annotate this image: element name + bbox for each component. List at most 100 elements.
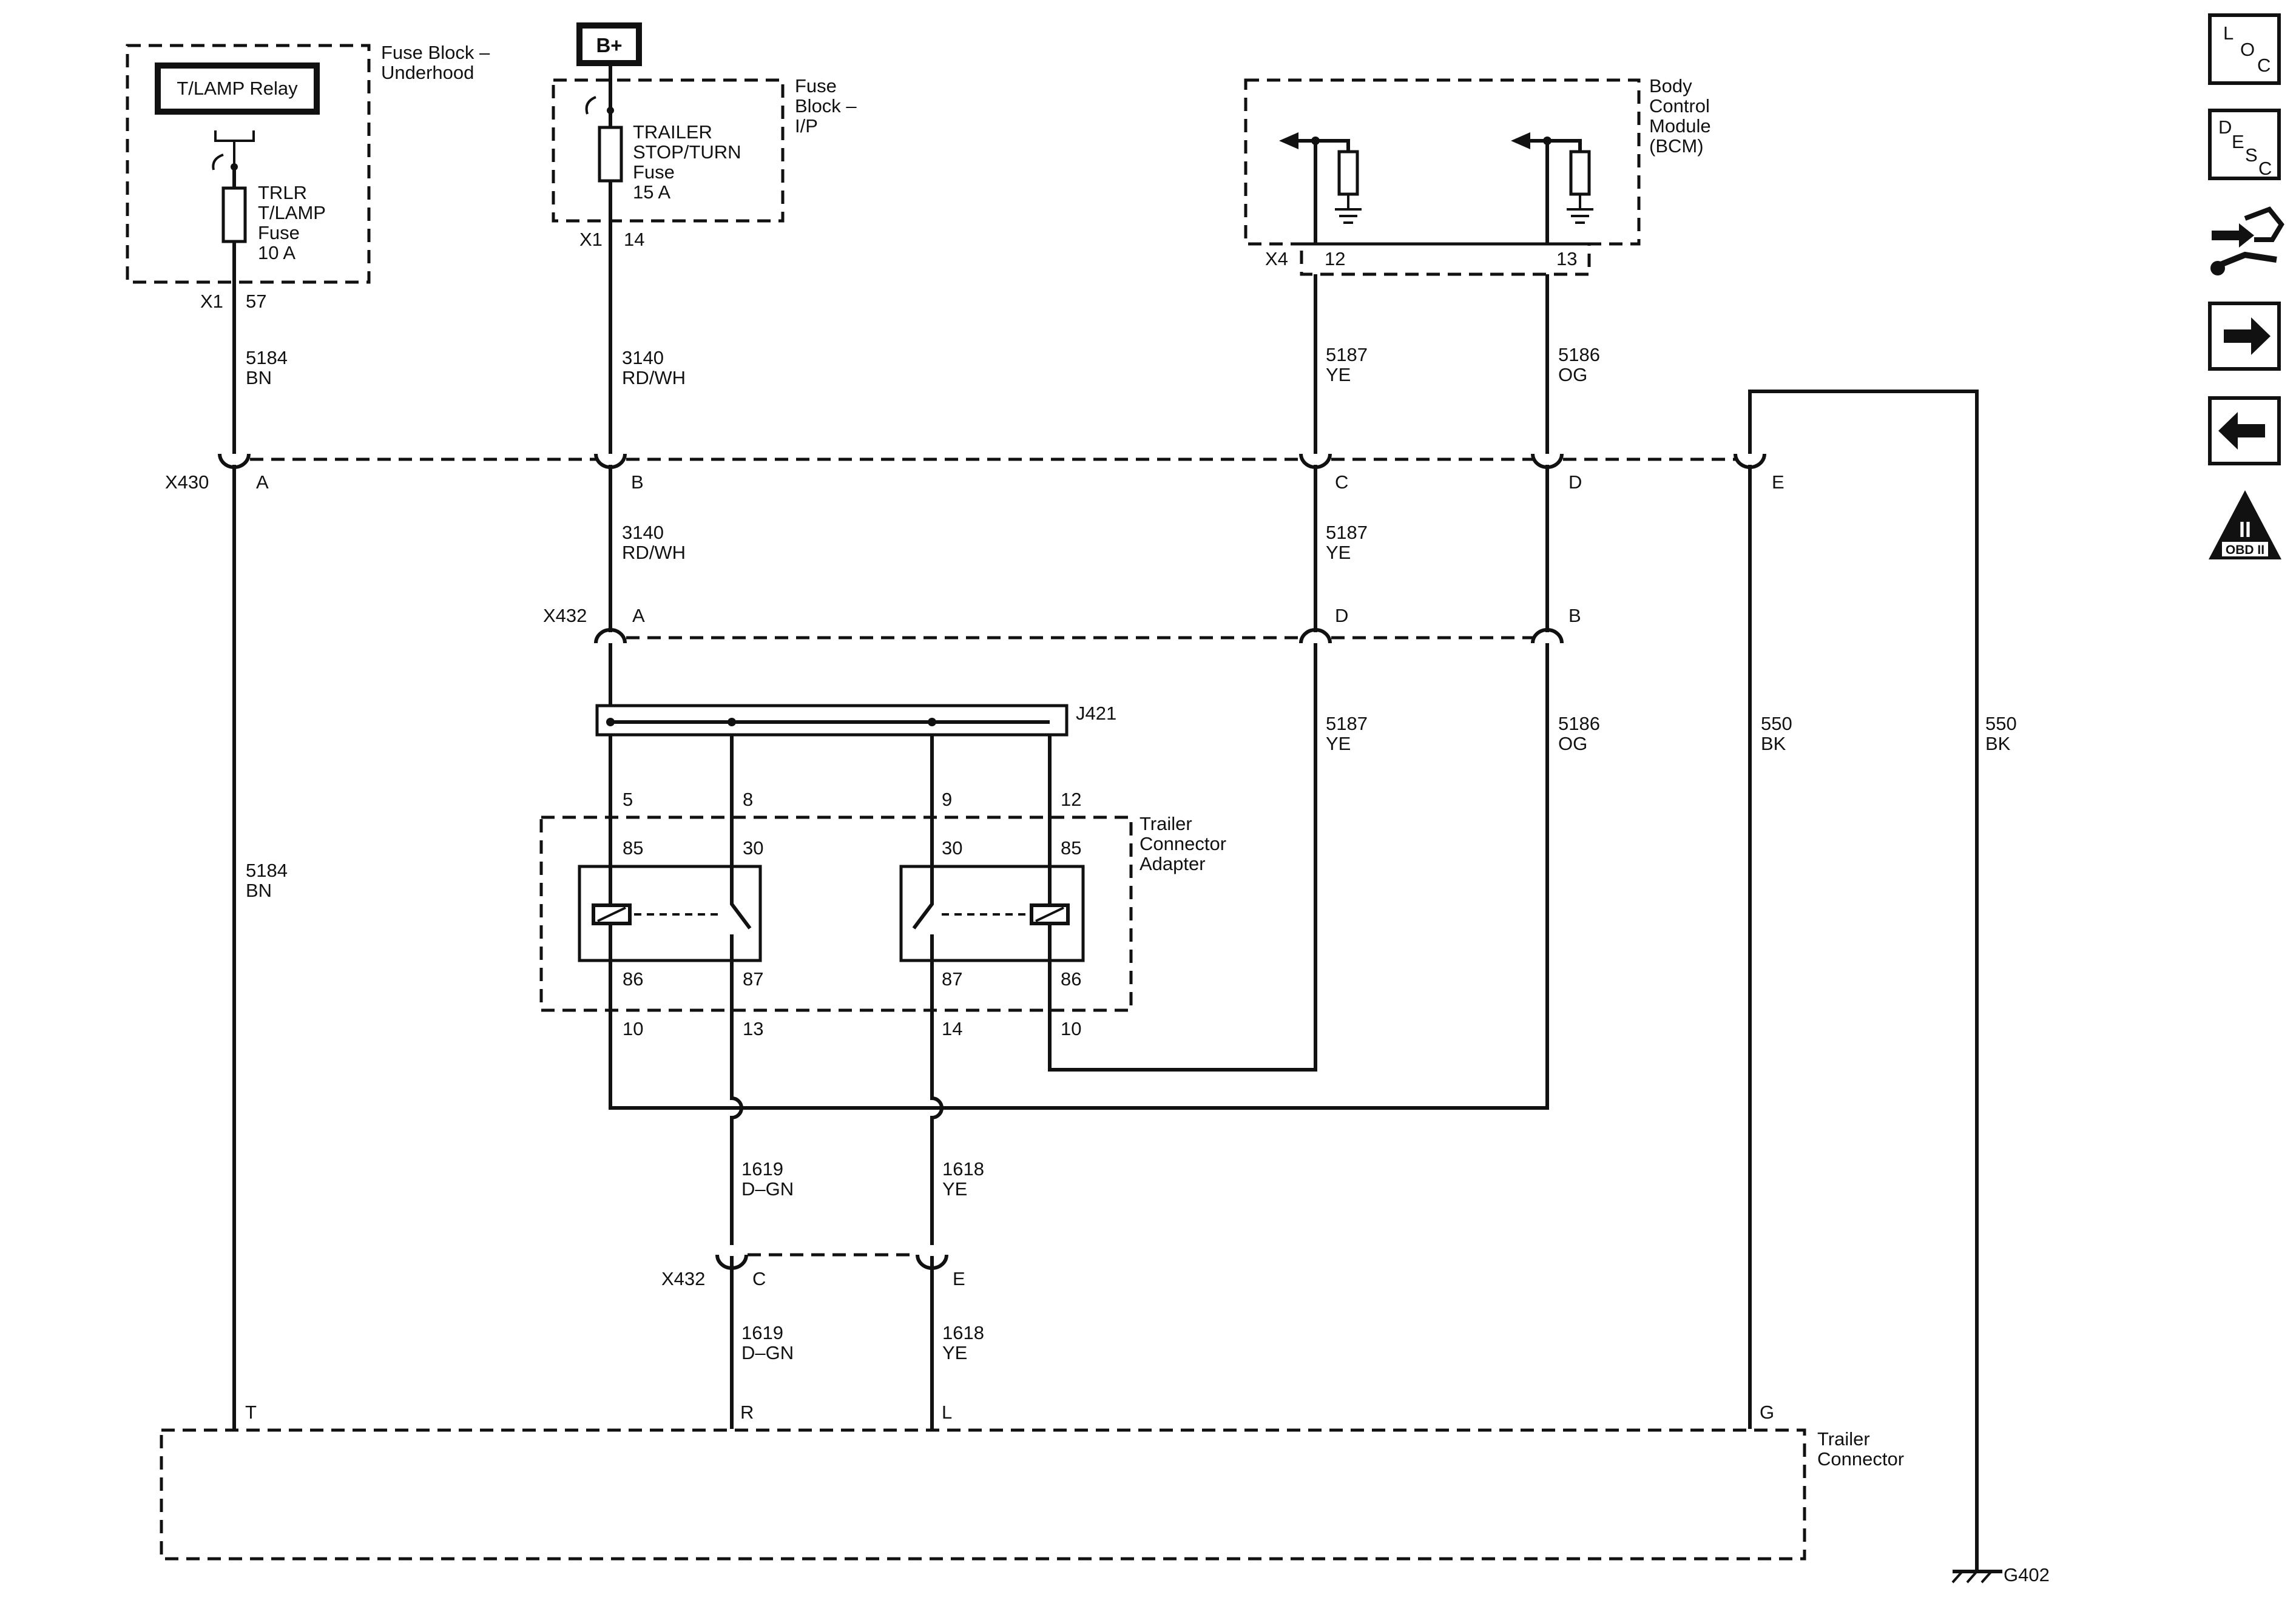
- relay2-pin-86: 86: [1061, 968, 1081, 990]
- adapter-pin-10-left: 10: [623, 1018, 643, 1039]
- trailer-pin-l: L: [942, 1402, 952, 1423]
- x1-underhood-connector: X1: [200, 291, 223, 312]
- x432-lower-pin-c: C: [752, 1268, 766, 1289]
- trlr-tlamp-fuse-icon: [221, 186, 247, 243]
- x430-pin-d: D: [1568, 471, 1582, 493]
- relay1-pin-30: 30: [743, 837, 763, 859]
- bcm-ground-icon-left: [1335, 194, 1362, 224]
- arrow-left-icon[interactable]: [2208, 396, 2281, 465]
- trailer-stop-turn-fuse-icon: [598, 126, 623, 183]
- wire-5187-color-2: YE: [1326, 542, 1351, 563]
- relay-contact-icon: [214, 130, 255, 164]
- connector-x432-lower: X432 C E: [661, 1253, 965, 1289]
- wire-5184-id-lower: 5184: [246, 860, 288, 881]
- wire-550: [1748, 390, 1979, 1570]
- wire-1619-color-lower: D–GN: [741, 1342, 794, 1363]
- desc-icon[interactable]: D E S C: [2208, 109, 2281, 180]
- trailer-pin-t: T: [245, 1402, 257, 1423]
- side-icons: L O C D E S C II OBD II: [2208, 13, 2284, 559]
- bcm-pin-13: 13: [1556, 248, 1577, 269]
- svg-text:OBD II: OBD II: [2226, 543, 2264, 557]
- wire-5187-color-3: YE: [1326, 733, 1351, 754]
- wire-3140-color-upper: RD/WH: [622, 367, 686, 388]
- fuse-ip-line3: Fuse: [633, 161, 675, 183]
- x432-lower-pin-e: E: [953, 1268, 965, 1289]
- wires: G402: [232, 221, 2050, 1585]
- relay2-pin-85: 85: [1061, 837, 1081, 859]
- x430-pin-e: E: [1772, 471, 1784, 493]
- wire-5186-id-2: 5186: [1558, 713, 1600, 734]
- fuse-ip-line2: STOP/TURN: [633, 141, 741, 163]
- adapter-title-3: Adapter: [1140, 853, 1206, 874]
- body-control-module: Body Control Module (BCM) X4 12 13: [1244, 75, 1711, 276]
- bcm-pin-12: 12: [1325, 248, 1345, 269]
- wire-1618-color-lower: YE: [942, 1342, 967, 1363]
- trailer-connector-title-1: Trailer: [1817, 1428, 1870, 1450]
- fuse-underhood-line2: T/LAMP: [258, 202, 326, 223]
- wire-5187-id-3: 5187: [1326, 713, 1368, 734]
- x432-upper-pin-b: B: [1568, 605, 1581, 626]
- fuse-underhood-line3: Fuse: [258, 222, 300, 243]
- x432-upper-pin-a: A: [632, 605, 645, 626]
- svg-text:S: S: [2245, 144, 2258, 166]
- tlamp-relay-box: [155, 62, 320, 115]
- wire-labels: 5184 BN 5184 BN 3140 RD/WH 3140 RD/WH 51…: [246, 344, 2017, 1363]
- wire-1618-color-upper: YE: [942, 1178, 967, 1200]
- wire-1619-id-upper: 1619: [741, 1158, 783, 1180]
- x430-name: X430: [165, 471, 209, 493]
- x1-underhood-pin: 57: [246, 291, 266, 312]
- bcm-connector: X4: [1265, 248, 1288, 269]
- wire-5186-id-1: 5186: [1558, 344, 1600, 365]
- splice-j421-label: J421: [1076, 703, 1116, 724]
- fuse-block-underhood-title-2: Underhood: [381, 62, 474, 83]
- trailer-connector: T R L G Trailer Connector: [160, 1402, 1904, 1561]
- wire-550-id-right: 550: [1985, 713, 2017, 734]
- x432-upper-name: X432: [543, 605, 587, 626]
- x1-ip-connector: X1: [579, 229, 603, 250]
- wire-1618: [930, 970, 944, 1429]
- fuse-block-ip-title-2: Block –: [795, 95, 857, 116]
- splice-j421: J421: [595, 703, 1116, 737]
- fuse-block-ip-title-3: I/P: [795, 115, 818, 137]
- fuse-underhood-line1: TRLR: [258, 182, 307, 203]
- svg-text:C: C: [2258, 158, 2272, 179]
- obd-icon[interactable]: II OBD II: [2209, 490, 2281, 559]
- wire-1619-id-lower: 1619: [741, 1322, 783, 1343]
- bcm-title-4: (BCM): [1649, 135, 1704, 157]
- wire-5184-color-upper: BN: [246, 367, 272, 388]
- fuse-block-ip-title-1: Fuse: [795, 75, 837, 96]
- loc-icon[interactable]: L O C: [2208, 13, 2281, 85]
- wire-5187-id-2: 5187: [1326, 522, 1368, 543]
- svg-text:D: D: [2218, 116, 2232, 138]
- relay1-pin-86: 86: [623, 968, 643, 990]
- svg-text:C: C: [2257, 55, 2271, 76]
- wire-5186-color-1: OG: [1558, 364, 1587, 385]
- adapter-title-1: Trailer: [1140, 813, 1192, 834]
- trailer-pin-g: G: [1760, 1402, 1774, 1423]
- fuse-block-underhood: Fuse Block – Underhood T/LAMP Relay TRLR…: [126, 42, 490, 312]
- wire-550-id-left: 550: [1761, 713, 1792, 734]
- trailer-pin-r: R: [740, 1402, 754, 1423]
- bcm-title-3: Module: [1649, 115, 1711, 137]
- x432-lower-name: X432: [661, 1268, 705, 1289]
- arrow-right-icon[interactable]: [2208, 302, 2281, 371]
- ground-g402-label: G402: [2004, 1564, 2050, 1585]
- relay-left-switch-icon: [730, 866, 752, 960]
- battery-positive-label: B+: [596, 34, 622, 56]
- connector-tool-icon[interactable]: [2210, 206, 2284, 275]
- x430-pin-b: B: [631, 471, 644, 493]
- wire-1619-color-upper: D–GN: [741, 1178, 794, 1200]
- wire-3140-id-upper: 3140: [622, 347, 664, 368]
- x1-ip-pin: 14: [624, 229, 644, 250]
- trailer-connector-adapter: Trailer Connector Adapter 5 8 9 12 85 30…: [539, 789, 1226, 1039]
- adapter-pin-9: 9: [942, 789, 952, 810]
- adapter-pin-12: 12: [1061, 789, 1081, 810]
- relay2-pin-30: 30: [942, 837, 962, 859]
- adapter-pin-8: 8: [743, 789, 753, 810]
- wire-550-color-left: BK: [1761, 733, 1786, 754]
- adapter-pin-14: 14: [942, 1018, 962, 1039]
- wire-550-color-right: BK: [1985, 733, 2011, 754]
- connector-x430: X430 A B C D E: [165, 453, 1784, 493]
- svg-text:O: O: [2240, 39, 2255, 60]
